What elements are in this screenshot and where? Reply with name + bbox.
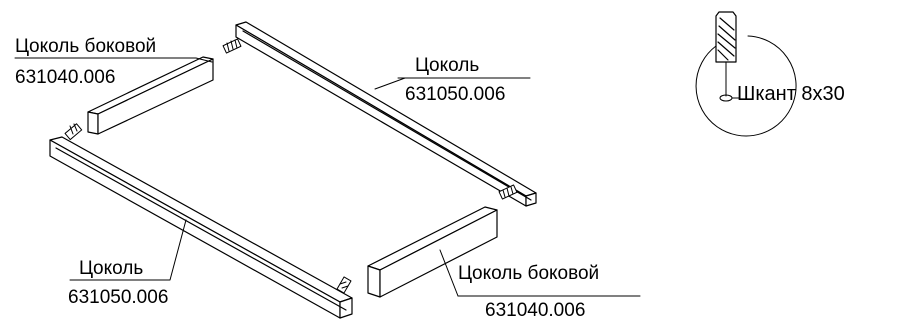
dowel-pin <box>64 123 83 141</box>
front-plinth-name: Цоколь <box>79 258 144 279</box>
leader-lines <box>14 57 641 297</box>
bottom-side-plinth-board <box>367 206 498 298</box>
dowel-pin <box>222 38 242 54</box>
top-side-plinth-board <box>87 56 214 135</box>
side-plinth-top-code: 631040.006 <box>15 67 116 88</box>
dowel-pin <box>336 276 352 294</box>
front-plinth-board <box>49 136 353 319</box>
front-plinth-code: 631050.006 <box>68 287 169 308</box>
side-plinth-bottom-name: Цоколь боковой <box>458 263 600 284</box>
side-plinth-top-name: Цоколь боковой <box>15 36 157 57</box>
back-plinth-name: Цоколь <box>415 55 480 76</box>
dowel-pin <box>498 184 518 200</box>
dowel-detail <box>695 11 797 137</box>
dowel-label: Шкант 8x30 <box>737 83 845 105</box>
back-plinth-code: 631050.006 <box>405 84 506 105</box>
back-plinth-board <box>235 21 537 207</box>
side-plinth-bottom-code: 631040.006 <box>485 300 586 321</box>
